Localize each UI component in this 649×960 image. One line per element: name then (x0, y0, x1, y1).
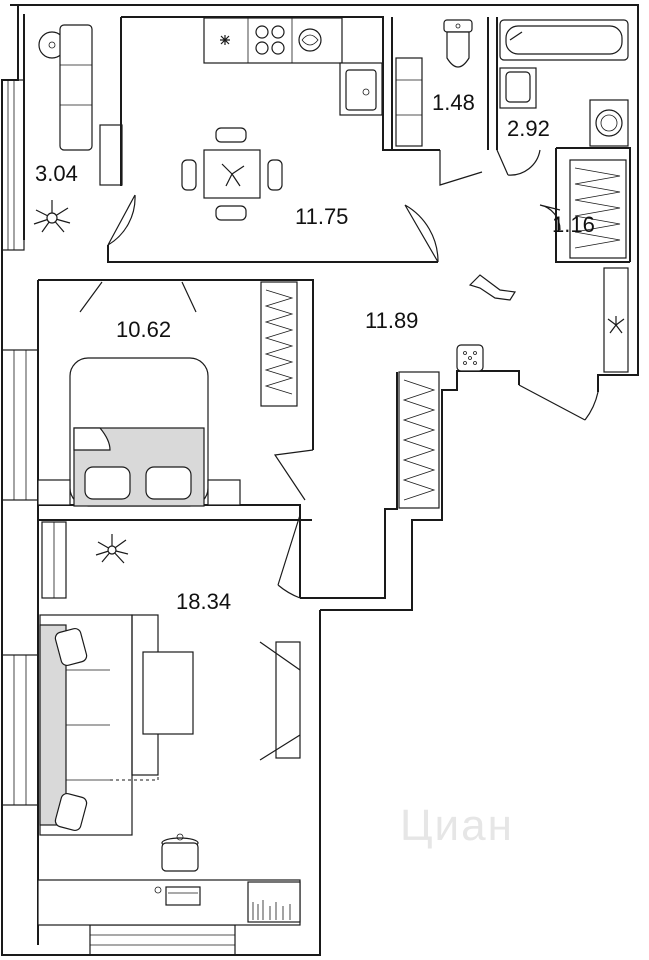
bathroom-area: 2.92 (507, 116, 550, 141)
living-area: 18.34 (176, 589, 231, 614)
closet-area: 1.16 (552, 212, 595, 237)
bedroom-area: 10.62 (116, 317, 171, 342)
balcony-furniture (33, 24, 93, 233)
hallway-furniture (260, 267, 629, 509)
living-furniture (37, 521, 301, 926)
wc-area: 1.48 (432, 90, 475, 115)
plant-icon (33, 200, 71, 233)
windows (1, 79, 236, 956)
hallway-area: 11.89 (365, 308, 418, 333)
closet-furniture (569, 159, 627, 259)
walls (1, 4, 639, 956)
dog-icon (468, 274, 517, 301)
plant-icon (95, 534, 129, 564)
wc-furniture (395, 19, 473, 147)
area-labels: 3.04 11.75 1.48 2.92 1.16 11.89 10.62 18… (35, 90, 595, 614)
balcony-area: 3.04 (35, 161, 78, 186)
cooking-pot-icon (161, 833, 199, 872)
watermark: Циан (400, 801, 514, 850)
doors (107, 149, 599, 599)
bathroom-furniture (499, 19, 629, 147)
dining-table (181, 127, 283, 221)
plant-icon (607, 316, 625, 334)
kitchen-furniture (181, 17, 383, 221)
bedroom-furniture (37, 279, 241, 507)
kitchen-area: 11.75 (295, 204, 348, 229)
